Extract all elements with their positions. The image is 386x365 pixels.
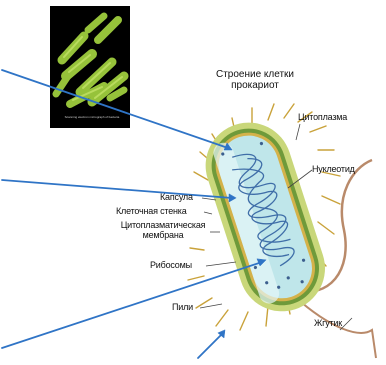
label-capsule: Капсула [160, 192, 193, 202]
micrograph-caption: Scanning electron micrograph of bacteria [62, 116, 122, 119]
label-cell-wall: Клеточная стенка [116, 206, 187, 216]
arrow-4 [198, 334, 222, 358]
label-nucleoid: Нуклеотид [312, 164, 355, 174]
label-membrane: Цитоплазматическая мембрана [116, 220, 210, 240]
arrow-2 [2, 180, 232, 198]
label-ribosomes: Рибосомы [150, 260, 192, 270]
title-line-1: Строение клетки [190, 69, 320, 80]
label-pili: Пили [172, 302, 193, 312]
label-membrane-line-2: мембрана [116, 230, 210, 240]
label-flagellum: Жгутик [314, 318, 342, 328]
title-line-2: прокариот [190, 80, 320, 91]
label-membrane-line-1: Цитоплазматическая [116, 220, 210, 230]
diagram-title: Строение клетки прокариот [190, 69, 320, 91]
label-cytoplasm: Цитоплазма [298, 112, 347, 122]
